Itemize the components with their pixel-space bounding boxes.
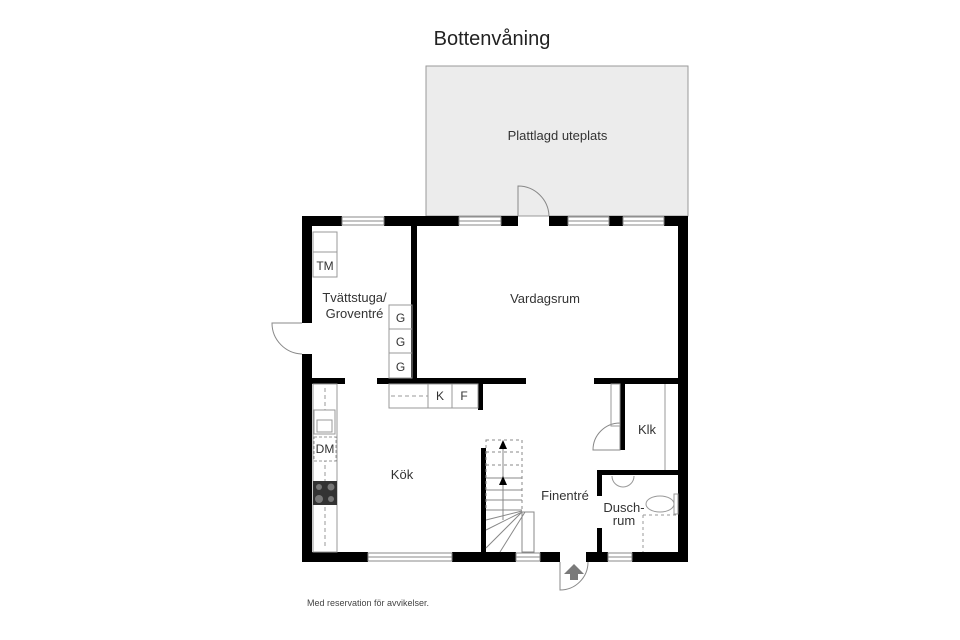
doors [271,185,621,591]
label-living-room: Vardagsrum [510,291,580,306]
laundry-fixtures [312,231,413,379]
stove [313,481,337,505]
wet-room-fixtures [610,383,679,552]
label-shower-line1: Dusch- [603,500,645,515]
interior-walls [312,226,678,552]
entry-arrow-icon [564,564,584,580]
stair-arrows [499,440,507,485]
washer-label: TM [316,259,334,273]
label-closet: Klk [637,422,657,437]
disclaimer: Med reservation för avvikelser. [307,598,430,608]
dishwasher-label: DM [315,442,335,456]
label-patio: Plattlagd uteplats [507,128,608,143]
patio-area [425,65,689,217]
exterior-walls [302,216,688,562]
label-shower-line2: rum [612,513,636,528]
label-laundry-line1: Tvättstuga/ [322,290,387,305]
staircase [485,439,535,553]
floor-title: Bottenvåning [433,28,551,50]
wardrobe-label-3: G [395,360,406,374]
kitchen-counter [312,383,479,553]
freezer-label: F [460,389,468,403]
fridge-label: K [435,389,444,403]
wardrobe-label-2: G [395,335,406,349]
windows [341,216,665,562]
label-hall: Finentré [541,488,589,503]
wardrobe-label-1: G [395,311,406,325]
label-laundry-line2: Groventré [325,306,384,321]
label-kitchen: Kök [390,467,414,482]
